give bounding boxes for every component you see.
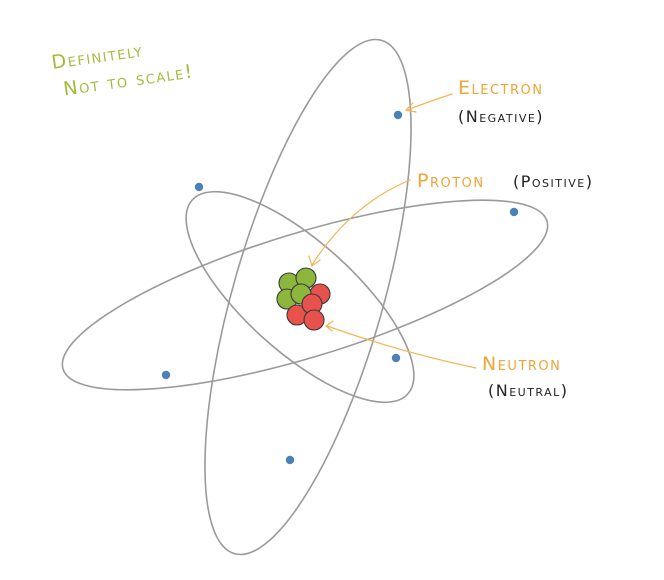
neutron-charge: (Neutral) (488, 381, 569, 400)
electron-dot (161, 370, 171, 380)
electron-pointer (406, 93, 453, 111)
electron-dot (391, 353, 401, 363)
proton-pointer-arrowhead (308, 255, 321, 267)
neutron-label: Neutron (482, 353, 561, 375)
electrons (161, 110, 519, 465)
electron-pointer-arrowhead (404, 102, 417, 113)
electron-label: Electron (458, 77, 543, 99)
proton-label: Proton (417, 170, 485, 192)
orbit-horizontal (61, 199, 549, 391)
electron-charge: (Negative) (458, 107, 544, 126)
scale-note: Definitely Not to scale! (50, 39, 195, 100)
electron-dot (285, 455, 295, 465)
pointers (308, 93, 477, 369)
neutron-pointer-arrowhead (325, 320, 334, 332)
electron-dot (509, 207, 519, 217)
orbit-vertical (204, 38, 412, 556)
electron-dot (194, 182, 204, 192)
nucleus (276, 267, 331, 331)
proton-particle (303, 309, 325, 331)
orbit-diagonal (185, 190, 415, 404)
orbits (61, 38, 549, 556)
electron-dot (393, 110, 403, 120)
proton-charge: (Positive) (513, 172, 593, 191)
neutron-pointer (326, 325, 477, 369)
proton-pointer (311, 179, 411, 266)
